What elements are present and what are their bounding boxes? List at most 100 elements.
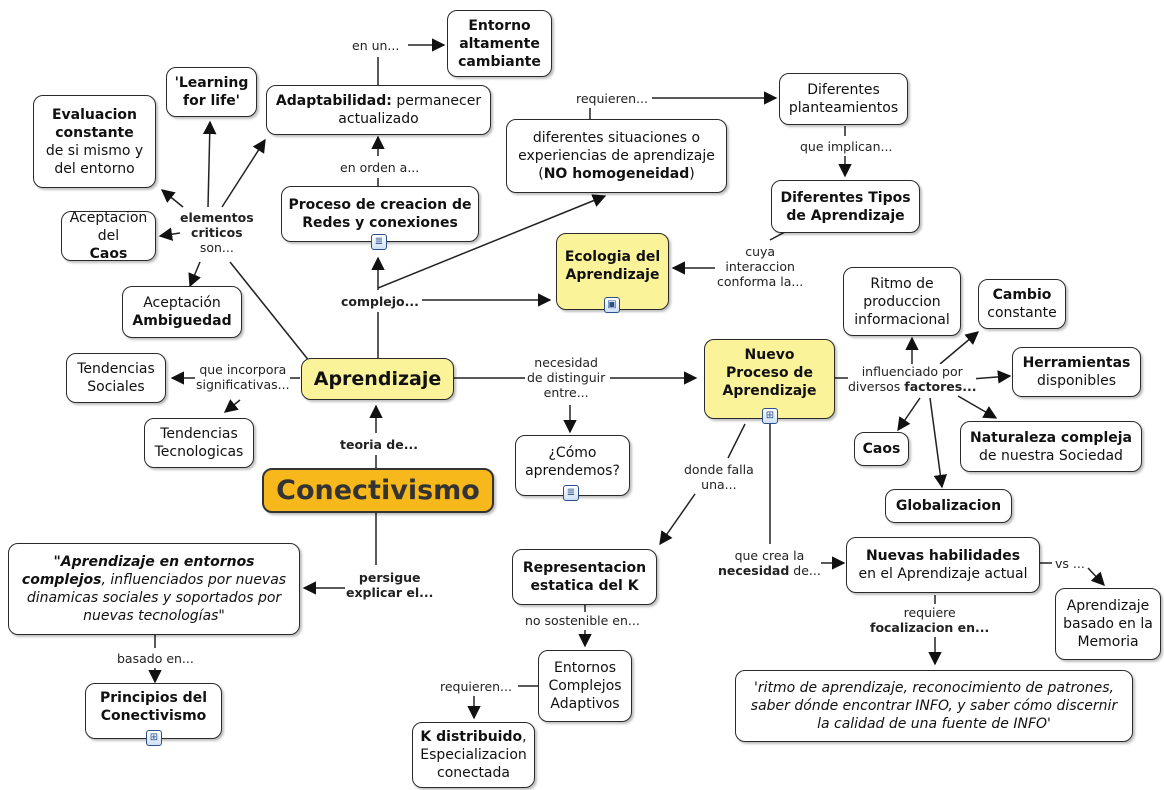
map-link-icon[interactable]: ⊞ [146, 730, 162, 746]
label-persigue-1: persigue [358, 570, 421, 585]
node-ritmo[interactable]: Ritmo de produccion informacional [843, 267, 961, 336]
k-dist-bold: K distribuido [420, 729, 523, 745]
naturaleza-rest: de nuestra Sociedad [979, 447, 1123, 464]
node-herramientas[interactable]: Herramientas disponibles [1012, 347, 1141, 397]
label-cuya-3: conforma la... [717, 274, 804, 289]
label-que-incorpora-1: que incorpora [199, 362, 287, 377]
label-donde-1: donde falla [684, 462, 754, 477]
map-link-icon[interactable]: ⊞ [762, 408, 778, 424]
label-influenciado-2: diversos factores... [848, 379, 976, 394]
cita-1-bold: "Aprendizaje en entornos complejos [21, 554, 255, 588]
label-persigue-2: explicar el... [346, 585, 434, 600]
node-cita-ritmo[interactable]: 'ritmo de aprendizaje, reconocimiento de… [735, 670, 1133, 742]
label-requiere-2: focalizacion en... [870, 620, 990, 635]
node-cambio[interactable]: Cambio constante [978, 279, 1066, 329]
label-influenciado-2b: factores... [904, 379, 977, 394]
evaluacion-bold: Evaluacion constante [51, 106, 138, 141]
image-icon[interactable]: ▣ [604, 297, 620, 313]
node-learning-life[interactable]: 'Learning for life' [166, 67, 257, 117]
node-memoria[interactable]: Aprendizaje basado en la Memoria [1055, 588, 1161, 660]
node-k-distribuido[interactable]: K distribuido, Especializacion conectada [412, 722, 535, 788]
label-que-crea-1: que crea la [734, 548, 805, 563]
node-diferentes-tipos[interactable]: Diferentes Tipos de Aprendizaje [771, 180, 920, 233]
node-adaptabilidad[interactable]: Adaptabilidad: permanecer actualizado [266, 85, 491, 135]
node-entorno-cambiante[interactable]: Entorno altamente cambiante [447, 10, 552, 77]
label-necesidad-1: necesidad [534, 355, 598, 370]
label-cuya-1: cuya [745, 244, 776, 259]
k-dist-text: K distribuido, Especializacion conectada [419, 728, 528, 782]
node-caos[interactable]: Caos [854, 432, 909, 466]
diferentes-sit-1: diferentes situaciones o experiencias de… [518, 130, 715, 182]
node-nuevas-habilidades[interactable]: Nuevas habilidades en el Aprendizaje actu… [846, 537, 1040, 593]
ecologia-text: Ecologia del Aprendizaje [564, 248, 661, 283]
label-necesidad-2: de distinguir [527, 370, 606, 385]
label-vs: vs ... [1055, 556, 1085, 571]
nuevo-proceso-text: Nuevo Proceso de Aprendizaje [722, 347, 817, 399]
node-ecologia[interactable]: Ecologia del Aprendizaje [556, 233, 669, 310]
node-nuevo-proceso[interactable]: Nuevo Proceso de Aprendizaje [704, 339, 835, 419]
label-requieren: requieren... [576, 91, 648, 106]
node-entornos-complejos[interactable]: Entornos Complejos Adaptivos [538, 650, 632, 722]
label-no-sostenible: no sostenible en... [525, 613, 640, 628]
cambio-rest: constante [987, 305, 1057, 321]
node-conectivismo[interactable]: Conectivismo [262, 468, 494, 513]
node-representacion[interactable]: Representacion estatica del K [512, 549, 657, 605]
aceptacion-amb-pre: Aceptación [143, 295, 221, 311]
node-principios[interactable]: Principios del Conectivismo [85, 683, 222, 739]
label-que-crea-2b: de... [789, 563, 821, 578]
label-complejo: complejo... [341, 294, 419, 309]
label-necesidad-3: entre... [543, 385, 589, 400]
node-tendencias-tecnologicas[interactable]: Tendencias Tecnologicas [144, 418, 254, 468]
node-globalizacion[interactable]: Globalizacion [885, 489, 1012, 523]
aceptacion-caos-bold: Caos [89, 246, 128, 262]
document-icon[interactable]: ≣ [371, 234, 387, 250]
diferentes-sit-2: ) [689, 166, 695, 182]
diferentes-situaciones-text: diferentes situaciones o experiencias de… [513, 129, 720, 183]
label-requiere-1: requiere [903, 605, 956, 620]
label-elementos-2: criticos [191, 225, 243, 240]
diferentes-sit-bold: NO homogeneidad [543, 166, 690, 182]
k-dist-rest: , Especializacion conectada [420, 729, 527, 781]
cita-entornos-text: "Aprendizaje en entornos complejos, infl… [19, 553, 289, 625]
cita-1-rest: , influenciados por nuevas dinamicas soc… [26, 572, 287, 624]
label-basado: basado en... [117, 651, 194, 666]
label-elementos-1: elementos [180, 210, 254, 225]
label-que-crea-2: necesidad de... [718, 563, 821, 578]
herramientas-bold: Herramientas [1022, 355, 1131, 371]
node-cita-entornos[interactable]: "Aprendizaje en entornos complejos, infl… [8, 543, 300, 635]
label-teoria: teoria de... [340, 437, 418, 452]
node-diferentes-situaciones[interactable]: diferentes situaciones o experiencias de… [506, 119, 727, 193]
nuevas-hab-bold: Nuevas habilidades [865, 548, 1021, 564]
label-donde-2: una... [701, 477, 737, 492]
adaptabilidad-rest: permanecer actualizado [338, 93, 482, 127]
node-aprendizaje[interactable]: Aprendizaje [301, 358, 454, 400]
label-que-incorpora-2: significativas... [196, 377, 290, 392]
node-proceso-redes[interactable]: Proceso de creacion de Redes y conexione… [281, 186, 479, 242]
label-cuya-2: interaccion [725, 259, 795, 274]
node-tendencias-sociales[interactable]: Tendencias Sociales [66, 353, 166, 403]
label-influenciado-2a: diversos [848, 379, 901, 394]
document-icon[interactable]: ≣ [563, 485, 579, 501]
node-diferentes-planteamientos[interactable]: Diferentes planteamientos [779, 73, 908, 125]
evaluacion-rest: de si mismo y del entorno [45, 142, 144, 177]
label-en-orden: en orden a... [340, 160, 420, 175]
nuevas-hab-rest: en el Aprendizaje actual [858, 566, 1028, 582]
aceptacion-caos-pre: Aceptacion del [69, 210, 148, 244]
adaptabilidad-bold: Adaptabilidad: [275, 93, 392, 109]
cambio-bold: Cambio [992, 287, 1052, 303]
label-que-crea-2a: necesidad [718, 563, 790, 578]
label-que-implican: que implican... [800, 139, 893, 154]
herramientas-rest: disponibles [1037, 373, 1116, 389]
